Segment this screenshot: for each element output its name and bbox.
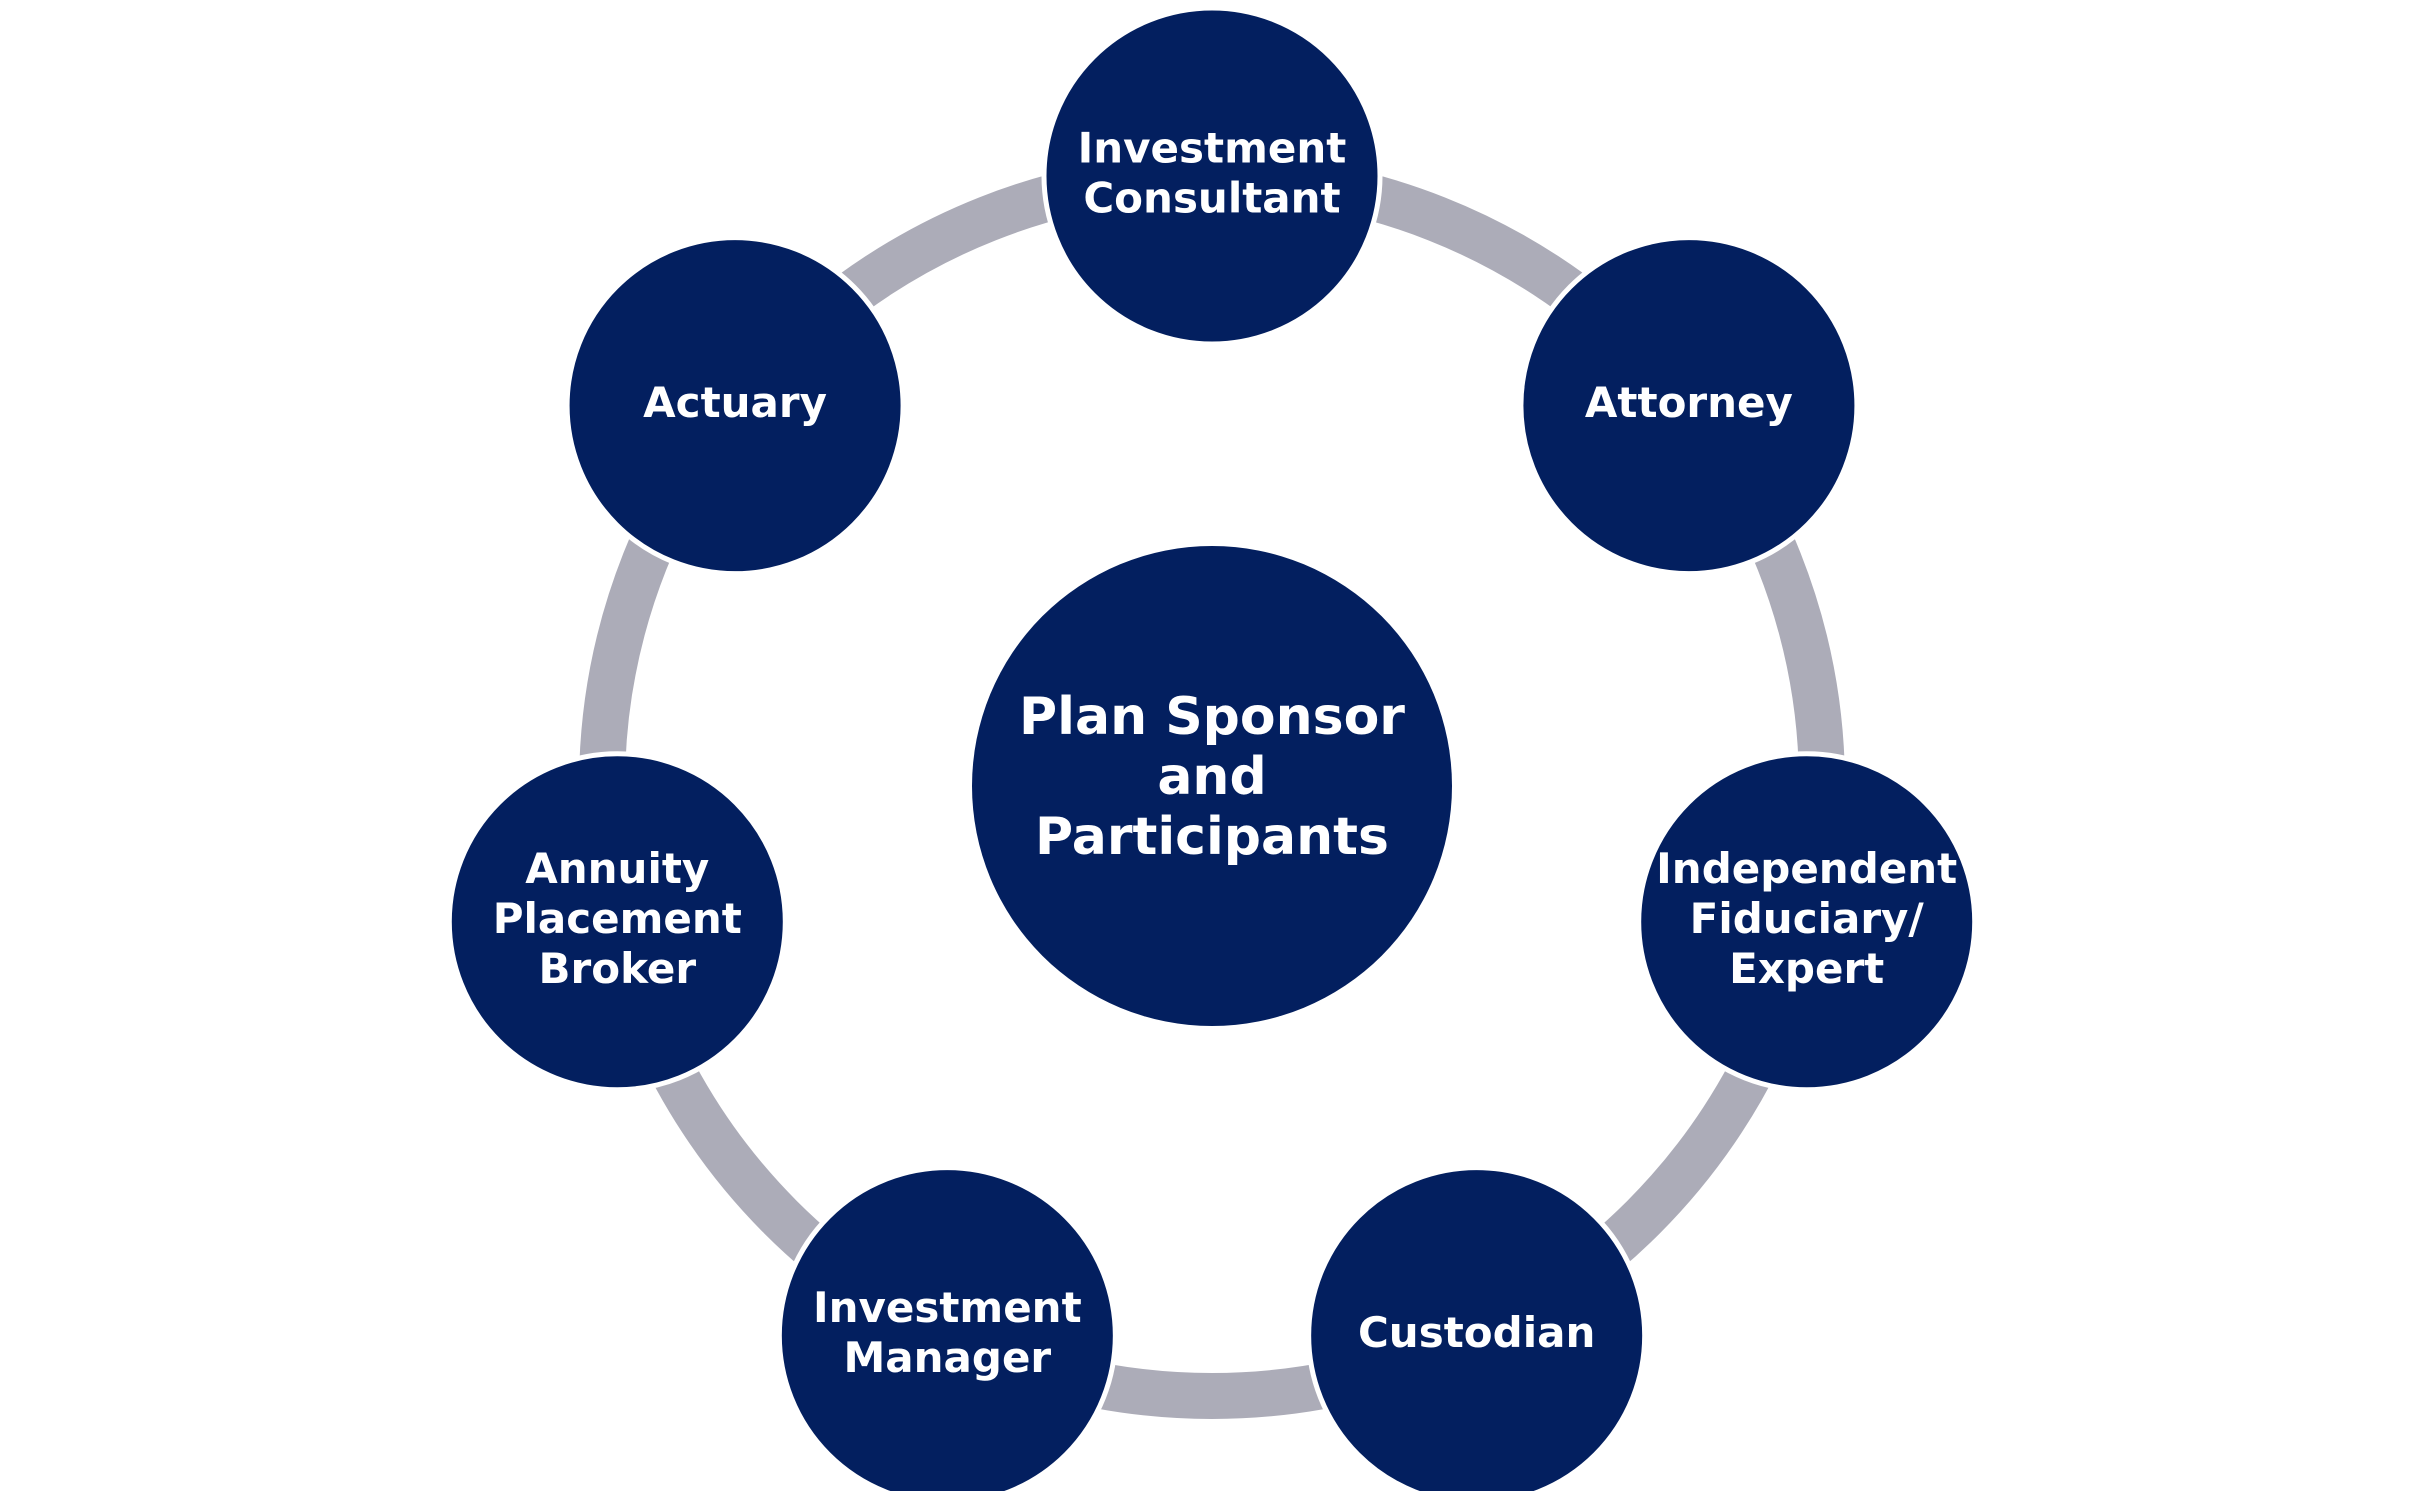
center-circle (972, 546, 1452, 1026)
node-circle (1306, 1165, 1648, 1491)
node-label-line: Fiduciary/ (1690, 894, 1925, 943)
node-label-line: Custodian (1358, 1308, 1595, 1357)
node-label-line: Plan Sponsor (1019, 687, 1405, 747)
node-label-line: Participants (1035, 807, 1389, 867)
node-circle (1518, 235, 1860, 577)
outer-nodes: InvestmentConsultantAttorneyIndependentF… (446, 5, 1978, 1491)
node-label-line: Manager (844, 1333, 1052, 1382)
node-circle (1041, 5, 1383, 347)
node-label-line: Actuary (643, 378, 827, 427)
node-label-line: Placement (493, 894, 742, 943)
node-label-line: Independent (1656, 844, 1957, 893)
node-label-line: and (1157, 747, 1266, 807)
node-circle (776, 1165, 1118, 1491)
node-label-line: Investment (813, 1283, 1082, 1332)
node-circle (564, 235, 906, 577)
node-attorney: Attorney (1518, 235, 1860, 577)
node-circle (446, 751, 788, 1093)
node-actuary: Actuary (564, 235, 906, 577)
node-label-line: Broker (538, 944, 696, 993)
node-label-line: Consultant (1083, 174, 1340, 223)
node-circle (1636, 751, 1978, 1093)
node-custodian: Custodian (1306, 1165, 1648, 1491)
node-label-line: Annuity (525, 844, 709, 893)
node-label-line: Expert (1729, 944, 1884, 993)
node-label-line: Attorney (1585, 378, 1793, 427)
node-label-line: Investment (1078, 124, 1347, 173)
